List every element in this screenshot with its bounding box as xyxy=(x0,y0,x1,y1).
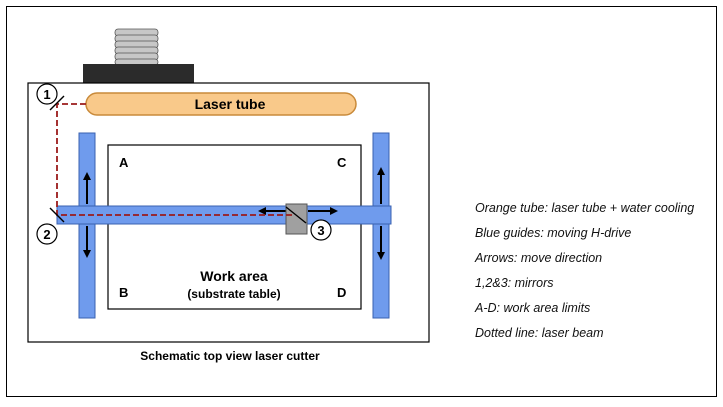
mirror-2-badge xyxy=(36,223,58,245)
work-area-sublabel: (substrate table) xyxy=(187,287,280,301)
legend-item: A-D: work area limits xyxy=(474,301,590,315)
corner-label-b: B xyxy=(119,285,128,300)
legend-item: Arrows: move direction xyxy=(474,251,602,265)
mirror-1 xyxy=(49,95,65,111)
mirror-2 xyxy=(49,207,65,223)
mirror-3 xyxy=(285,206,307,224)
move-arrows xyxy=(83,167,385,260)
corner-label-c: C xyxy=(337,155,347,170)
laser-tube-label: Laser tube xyxy=(195,96,266,112)
laser-head xyxy=(285,203,308,235)
diagram-caption: Schematic top view laser cutter xyxy=(140,349,320,363)
mirror-1-label: 1 xyxy=(43,87,50,102)
cooling-base xyxy=(83,64,194,83)
corner-label-a: A xyxy=(119,155,129,170)
work-area-label: Work area xyxy=(200,268,268,284)
legend: Orange tube: laser tube + water cooling … xyxy=(474,201,694,340)
legend-item: 1,2&3: mirrors xyxy=(475,276,554,290)
left-vertical-guide xyxy=(78,132,96,319)
mirror-1-badge xyxy=(36,83,58,105)
mirror-3-badge xyxy=(310,219,332,241)
right-vertical-guide xyxy=(372,132,390,319)
legend-item: Blue guides: moving H-drive xyxy=(475,226,631,240)
corner-label-d: D xyxy=(337,285,346,300)
mirror-2-label: 2 xyxy=(43,227,50,242)
legend-item: Orange tube: laser tube + water cooling xyxy=(475,201,694,215)
cooling-coil-icon xyxy=(114,28,159,66)
legend-item: Dotted line: laser beam xyxy=(475,326,604,340)
laser-beam xyxy=(56,103,292,216)
mirror-3-label: 3 xyxy=(317,223,324,238)
